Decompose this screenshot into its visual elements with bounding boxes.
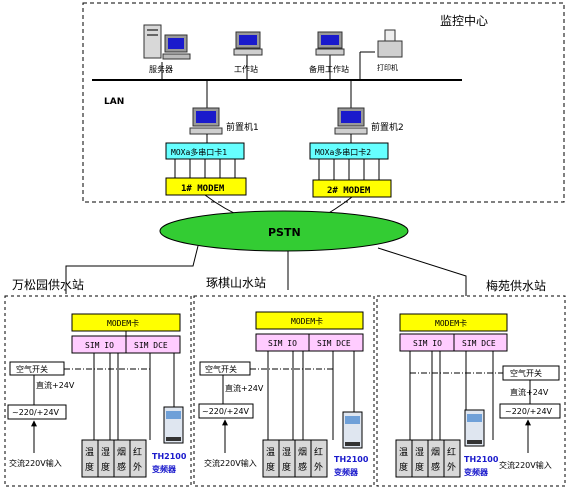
label-stations-2-sensors-2-0: 烟: [431, 446, 440, 458]
moxa-card-label-1: MOXa多串口卡1: [171, 147, 227, 157]
card-modem-links-1: [174, 159, 236, 178]
label-stations-2-sensors-1-1: 度: [415, 461, 424, 473]
station-2-ac-input: 交流220V输入: [204, 458, 257, 468]
station-3-ac-input: 交流220V输入: [499, 460, 552, 470]
station-1-power-supply: [7, 404, 67, 420]
station-2-modem-card: [255, 311, 364, 330]
station-2-inverter-model: TH2100: [334, 455, 369, 464]
lan-label: LAN: [104, 97, 124, 107]
station-2-dc-label: 直流+24V: [225, 383, 264, 393]
label-stations-1-sensors-3-0: 红: [314, 446, 323, 458]
monitoring-center-box: [82, 2, 565, 203]
station-box-3: [376, 295, 566, 487]
station-2-modem-card-label: MODEM卡: [291, 316, 323, 326]
label-stations-0-sensors-1-0: 湿: [101, 447, 110, 458]
station-2-sim-dce: [308, 333, 364, 352]
station-name-3: 梅苑供水站: [486, 278, 546, 293]
station-box-2: [193, 295, 375, 487]
printer-icon: [359, 29, 403, 80]
station-2-power-supply-label: ~220/+24V: [202, 407, 250, 416]
label-stations-0-sensors-2-1: 感: [117, 461, 126, 473]
station-3-inverter-label: 变频器: [464, 467, 489, 477]
station-3-power-supply-label: ~220/+24V: [505, 407, 553, 416]
station-name-1: 万松园供水站: [12, 278, 84, 292]
station-3-sim-dce-label: SIM DCE: [462, 339, 496, 348]
station-3: MODEM卡 SIM IO SIM DCE 空气开关 直流+24V ~220/+…: [395, 313, 561, 478]
station-1-modem-card-label: MODEM卡: [107, 318, 139, 328]
station-2-inverter-label: 变频器: [334, 467, 359, 477]
front-end-label-1: 前置机1: [226, 121, 259, 133]
station-1-air-switch-label: 空气开关: [16, 364, 48, 374]
label-stations-1-sensors-1-0: 湿: [282, 447, 291, 458]
station-1-sim-io-label: SIM IO: [85, 341, 114, 350]
label-stations-2-sensors-3-1: 外: [447, 461, 456, 473]
label-stations-2-sensors-0-1: 度: [399, 461, 408, 473]
station-1-ac-input: 交流220V输入: [9, 458, 62, 468]
station-3-modem-card: [399, 313, 508, 332]
station-1-power-supply-label: ~220/+24V: [12, 408, 60, 417]
label-stations-1-sensors-1-1: 度: [282, 461, 291, 473]
backup-workstation-label: 备用工作站: [309, 64, 349, 74]
backup-workstation-computer: [315, 31, 345, 80]
station-3-dc-label: 直流+24V: [510, 387, 549, 397]
front-end-label-2: 前置机2: [371, 121, 404, 133]
label-stations-2-sensors-1-0: 湿: [415, 447, 424, 458]
station-1-sim-dce-label: SIM DCE: [134, 341, 168, 350]
pstn-link-station-3: [377, 247, 467, 296]
label-stations-1-sensors-0-0: 温: [266, 447, 275, 458]
station-1-inverter-model: TH2100: [152, 452, 187, 461]
label-stations-2-sensors-3-0: 红: [447, 446, 456, 458]
server-label: 服务器: [149, 64, 173, 74]
monitoring-center-title: 监控中心: [440, 13, 488, 28]
modem-1: [165, 177, 247, 196]
station-1-inverter-label: 变频器: [152, 464, 177, 474]
label-stations-0-sensors-0-0: 温: [85, 447, 94, 458]
label-stations-0-sensors-2-0: 烟: [117, 446, 126, 458]
modem-label-2: 2# MODEM: [327, 186, 371, 196]
station-2-air-switch-label: 空气开关: [205, 364, 237, 374]
station-name-2: 琢棋山水站: [206, 276, 266, 290]
station-2: MODEM卡 SIM IO SIM DCE 空气开关 直流+24V ~220/+…: [198, 311, 369, 478]
label-stations-1-sensors-3-1: 外: [314, 461, 323, 473]
printer-label: 打印机: [377, 63, 398, 72]
station-3-sim-dce: [453, 333, 508, 352]
server-computer: [143, 24, 191, 80]
card-modem-links-2: [318, 159, 380, 180]
front-end-computer-2: [334, 80, 368, 143]
station-3-power-supply: [499, 403, 561, 419]
modem-label-1: 1# MODEM: [181, 184, 225, 194]
label-stations-1-sensors-0-1: 度: [266, 461, 275, 473]
front-end-computer-1: [189, 80, 223, 143]
label-stations-0-sensors-3-1: 外: [133, 461, 142, 473]
station-2-sim-dce-label: SIM DCE: [317, 339, 351, 348]
workstation-label: 工作站: [234, 64, 258, 74]
station-3-air-switch-label: 空气开关: [510, 368, 542, 378]
label-stations-1-sensors-2-0: 烟: [298, 446, 307, 458]
pstn-cloud: [159, 210, 409, 252]
workstation-computer: [233, 31, 263, 80]
pstn-label: PSTN: [268, 226, 301, 239]
pstn-link-station-1: [65, 245, 199, 294]
label-stations-1-sensors-2-1: 感: [298, 461, 307, 473]
station-box-1: [4, 295, 192, 487]
label-stations-0-sensors-0-1: 度: [85, 461, 94, 473]
station-3-sim-io-label: SIM IO: [413, 339, 442, 348]
moxa-card-label-2: MOXa多串口卡2: [315, 147, 371, 157]
label-stations-0-sensors-3-0: 红: [133, 446, 142, 458]
station-2-power-supply: [198, 403, 254, 419]
station-1-sim-dce: [125, 335, 181, 354]
label-stations-2-sensors-0-0: 温: [399, 447, 408, 458]
station-1-dc-label: 直流+24V: [36, 380, 75, 390]
station-3-modem-card-label: MODEM卡: [435, 318, 467, 328]
station-2-sim-io-label: SIM IO: [268, 339, 297, 348]
station-3-inverter-model: TH2100: [464, 455, 499, 464]
label-stations-0-sensors-1-1: 度: [101, 461, 110, 473]
label-stations-2-sensors-2-1: 感: [431, 461, 440, 473]
station-1: MODEM卡 SIM IO SIM DCE 空气开关 直流+24V ~220/+…: [7, 313, 187, 478]
